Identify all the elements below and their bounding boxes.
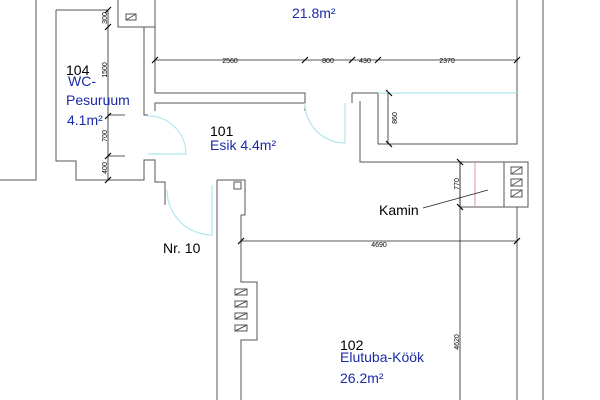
apartment-number: Nr. 10 [163, 240, 201, 256]
dim-800: 800 [322, 58, 334, 65]
dim-wc-1500: 1500 [102, 62, 109, 78]
room-101-number: 101 [210, 123, 234, 139]
room-101-name: Esik 4.4m² [210, 137, 276, 153]
dim-wc-400: 400 [102, 162, 109, 174]
room-area-21-8: 21.8m² [292, 5, 336, 21]
room-104-number: 104 [66, 62, 90, 78]
dimension-lines [104, 6, 521, 400]
dim-2370: 2370 [439, 58, 455, 65]
dim-2560: 2560 [222, 58, 238, 65]
room-102-area: 26.2m² [340, 370, 384, 386]
dim-860: 860 [392, 112, 399, 124]
dim-430: 430 [359, 58, 371, 65]
dim-770: 770 [454, 178, 461, 190]
fireplace-label: Kamin [379, 202, 419, 218]
room-102-number: 102 [340, 337, 364, 353]
dim-4620: 4620 [454, 334, 461, 350]
room-104-name: WC- [68, 73, 96, 89]
dim-wc-300: 300 [102, 12, 109, 24]
doors [147, 92, 517, 236]
room-104-area: 4.1m² [67, 112, 103, 128]
dim-wc-700: 700 [102, 130, 109, 142]
room-102-name: Elutuba-Köök [340, 349, 425, 365]
dim-4690: 4690 [371, 242, 387, 249]
room-104-name-2: Pesuruum [66, 92, 130, 108]
